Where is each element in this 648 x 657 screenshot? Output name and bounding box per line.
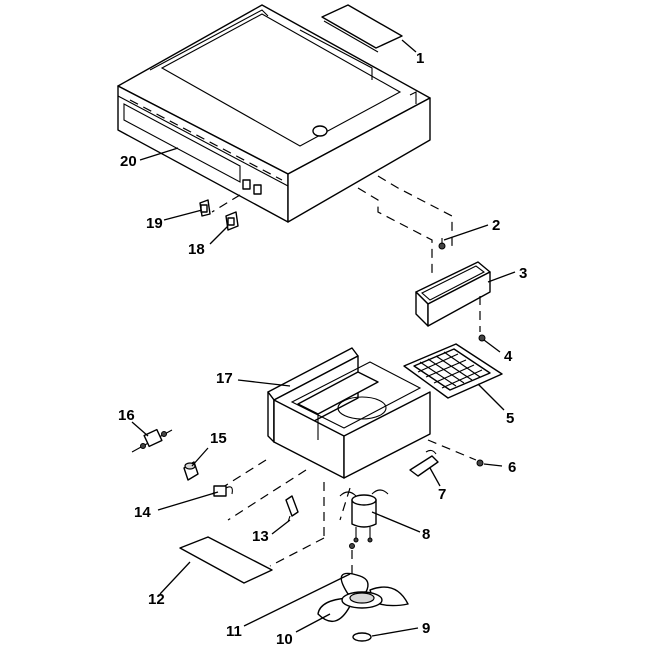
callout-13: 13 [252, 528, 269, 545]
part-13-clip [285, 495, 299, 523]
part-20-hood-housing [117, 4, 431, 223]
part-4-screw [478, 296, 486, 342]
callout-10: 10 [276, 631, 293, 648]
callout-15: 15 [210, 430, 227, 447]
part-6-screw [427, 439, 484, 467]
part-10-fan-blade [317, 572, 409, 623]
part-3-duct [415, 261, 491, 327]
part-15-lamp-socket [183, 461, 199, 481]
switch-dash-line [211, 194, 241, 213]
callout-17: 17 [216, 370, 233, 387]
callout-20: 20 [120, 153, 137, 170]
part-19-switch [199, 199, 211, 217]
callout-labels: 1 2 3 4 5 6 7 8 9 10 11 12 13 14 15 16 1… [118, 50, 527, 648]
callout-9: 9 [422, 620, 430, 637]
leader-lines [131, 39, 516, 637]
part-18-switch [225, 211, 239, 231]
part-17-blower-housing [267, 347, 431, 479]
part-9-washer [352, 632, 372, 642]
callout-2: 2 [492, 217, 500, 234]
callout-8: 8 [422, 526, 430, 543]
callout-4: 4 [504, 348, 513, 365]
part-2-screw [438, 238, 446, 250]
part-12-plate [179, 536, 273, 584]
callout-11: 11 [226, 623, 242, 640]
callout-16: 16 [118, 407, 135, 424]
part-14-connector [213, 485, 233, 497]
part-16-terminal [131, 428, 173, 453]
callout-1: 1 [416, 50, 424, 67]
callout-19: 19 [146, 215, 163, 232]
callout-6: 6 [508, 459, 516, 476]
part-8-motor [339, 489, 389, 543]
callout-3: 3 [519, 265, 527, 282]
part-1-plate [321, 4, 403, 53]
callout-18: 18 [188, 241, 205, 258]
callout-14: 14 [134, 504, 151, 521]
part-7-bracket [409, 449, 439, 477]
callout-7: 7 [438, 486, 446, 503]
part-5-filter [403, 343, 503, 399]
callout-12: 12 [148, 591, 165, 608]
part-11-screw [349, 543, 355, 574]
duct-dash-path [357, 175, 453, 276]
callout-5: 5 [506, 410, 514, 427]
